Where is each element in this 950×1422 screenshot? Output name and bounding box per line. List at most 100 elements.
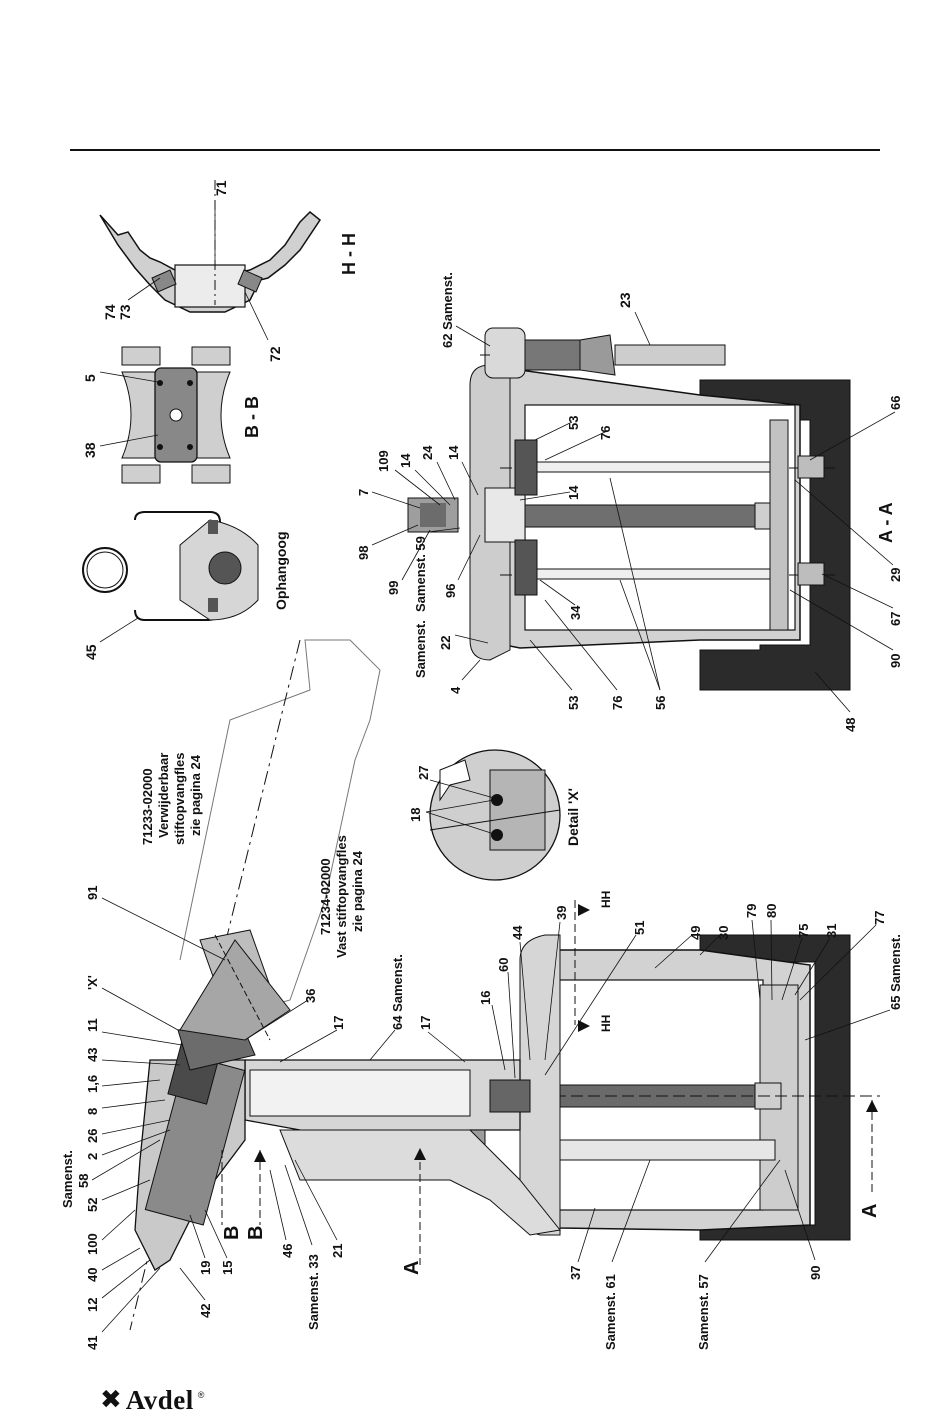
note-71234-line1: 71234-02000 — [318, 858, 333, 935]
label-11: 11 — [85, 1018, 100, 1032]
avdel-logo: ✖ Avdel ® — [100, 1384, 204, 1416]
label-90b: 90 — [808, 1266, 823, 1280]
label-2: 2 — [85, 1153, 100, 1160]
label-samenst-58: Samenst. — [60, 1150, 75, 1208]
label-21: 21 — [330, 1244, 345, 1258]
label-76b: 76 — [610, 696, 625, 710]
label-96: 96 — [443, 584, 458, 598]
view-ophangoog: Ophangoog 45 — [82, 511, 289, 660]
label-17b: 17 — [418, 1016, 433, 1030]
label-samenst-61: Samenst. 61 — [603, 1274, 618, 1350]
label-19: 19 — [198, 1261, 213, 1275]
label-40: 40 — [85, 1268, 100, 1282]
label-26: 26 — [85, 1129, 100, 1143]
view-main-section: A A B B HH HH 91 'X' 11 43 1,6 8 26 2 Sa… — [60, 886, 903, 1350]
section-letter-b-2: B — [245, 1226, 267, 1240]
label-79: 79 — [744, 904, 759, 918]
note-71233-line3: stiftopvangfles — [172, 753, 187, 845]
label-48: 48 — [843, 718, 858, 732]
label-51: 51 — [632, 921, 647, 935]
label-42: 42 — [198, 1304, 213, 1318]
bb-view-title: B - B — [242, 396, 262, 438]
label-24: 24 — [420, 445, 435, 460]
label-52: 52 — [85, 1198, 100, 1212]
ophangoog-title: Ophangoog — [273, 531, 289, 610]
label-58: 58 — [76, 1174, 91, 1188]
label-67: 67 — [888, 612, 903, 626]
label-53a: 53 — [566, 416, 581, 430]
note-71233-line2: Verwijderbaar — [156, 753, 171, 838]
section-letter-a-left: A — [401, 1261, 423, 1275]
label-1-6: 1,6 — [85, 1075, 100, 1093]
avdel-wordmark: Avdel — [125, 1384, 194, 1415]
label-23: 23 — [617, 292, 633, 308]
label-45: 45 — [83, 644, 99, 660]
label-90a: 90 — [888, 654, 903, 668]
label-27: 27 — [416, 766, 431, 780]
label-73: 73 — [117, 304, 133, 320]
label-samenst-57: Samenst. 57 — [696, 1274, 711, 1350]
label-samenst-33: Samenst. 33 — [306, 1254, 321, 1330]
label-75: 75 — [796, 924, 811, 938]
label-100: 100 — [85, 1233, 100, 1255]
label-91: 91 — [85, 886, 100, 900]
view-aa: A - A 62 Samenst. 23 109 14 24 14 7 14 9… — [356, 272, 903, 732]
label-59: Samenst. 59 — [413, 536, 428, 612]
label-14a: 14 — [398, 453, 413, 468]
label-4: 4 — [448, 686, 463, 694]
label-109: 109 — [376, 450, 391, 472]
label-80: 80 — [764, 904, 779, 918]
label-29: 29 — [888, 568, 903, 582]
label-22: 22 — [438, 636, 453, 650]
label-37: 37 — [568, 1266, 583, 1280]
label-18: 18 — [408, 808, 423, 822]
label-71: 71 — [213, 180, 229, 196]
label-72: 72 — [267, 346, 283, 362]
label-66: 66 — [888, 396, 903, 410]
avdel-mark-icon: ✖ — [100, 1385, 122, 1415]
label-34: 34 — [568, 605, 583, 620]
note-71234-line3: zie pagina 24 — [350, 850, 365, 932]
section-letter-a-right: A — [859, 1204, 881, 1218]
label-36: 36 — [303, 989, 318, 1003]
label-98: 98 — [356, 546, 371, 560]
label-76a: 76 — [598, 426, 613, 440]
label-53b: 53 — [566, 696, 581, 710]
detail-x-title: Detail 'X' — [565, 788, 581, 846]
label-22-samenst: Samenst. — [413, 620, 428, 678]
label-60: 60 — [496, 958, 511, 972]
label-17a: 17 — [331, 1016, 346, 1030]
label-64: 64 Samenst. — [390, 954, 405, 1030]
note-71234-line2: Vast stiftopvangfles — [334, 835, 349, 958]
view-detail-x: Detail 'X' 27 18 — [408, 749, 581, 881]
label-46: 46 — [280, 1244, 295, 1258]
label-x: 'X' — [85, 975, 100, 990]
label-65: 65 Samenst. — [888, 934, 903, 1010]
registered-mark: ® — [197, 1390, 205, 1400]
label-30: 30 — [716, 926, 731, 940]
label-hh-1: HH — [599, 891, 613, 908]
section-letter-b-1: B — [221, 1226, 243, 1240]
label-31: 31 — [824, 924, 839, 938]
label-5: 5 — [82, 374, 98, 382]
label-14b: 14 — [446, 445, 461, 460]
label-14c: 14 — [566, 485, 581, 500]
label-43: 43 — [85, 1048, 100, 1062]
note-71233-line4: zie pagina 24 — [188, 754, 203, 836]
label-99: 99 — [386, 581, 401, 595]
label-39: 39 — [554, 906, 569, 920]
label-49: 49 — [688, 926, 703, 940]
label-56: 56 — [653, 696, 668, 710]
note-71233-line1: 71233-02000 — [140, 768, 155, 845]
view-hh: H - H 71 74 73 72 — [99, 180, 359, 362]
label-74: 74 — [102, 304, 118, 320]
label-8: 8 — [85, 1108, 100, 1115]
label-62: 62 Samenst. — [440, 272, 455, 348]
label-41: 41 — [85, 1336, 100, 1350]
label-15: 15 — [220, 1261, 235, 1275]
view-bb: B - B 5 38 — [82, 345, 262, 485]
label-16: 16 — [478, 991, 493, 1005]
label-38: 38 — [82, 442, 98, 458]
hh-view-title: H - H — [339, 233, 359, 275]
